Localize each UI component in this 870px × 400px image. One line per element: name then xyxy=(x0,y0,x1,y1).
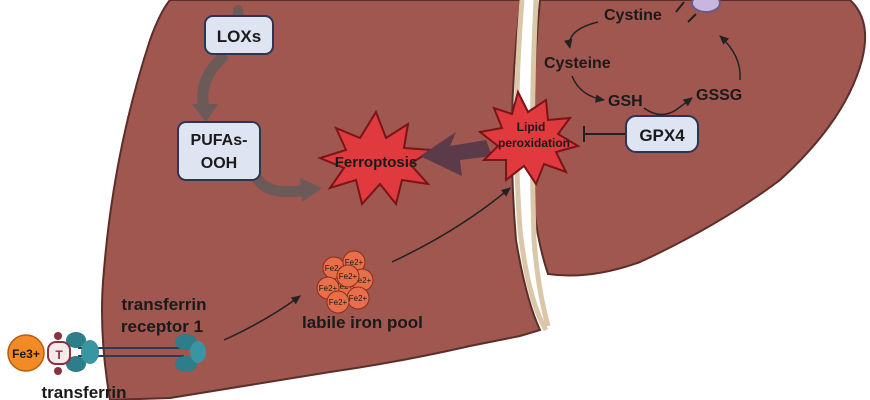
receptor-right xyxy=(175,334,206,372)
transferrin-label: transferrin xyxy=(41,383,126,400)
cystine-import-arrow xyxy=(675,1,685,13)
lipid-label-line1: Lipid xyxy=(517,120,546,134)
pufas-ooh-label-line1: PUFAs- xyxy=(191,132,248,149)
cascade-arrow-loxs-pufas xyxy=(197,52,228,114)
fe3-label: Fe3+ xyxy=(12,347,40,361)
fe2-cluster: Fe2+Fe2+Fe2+Fe2+Fe2+Fe2+Fe2+Fe2+ xyxy=(316,250,374,314)
pufas-ooh-label-line2: OOH xyxy=(201,155,237,172)
loxs-box xyxy=(204,15,274,55)
cystine-label: Cystine xyxy=(604,7,662,24)
transferrin-receptor-label-line2: receptor 1 xyxy=(121,317,203,336)
cystine-to-cysteine-arrow xyxy=(564,21,599,50)
labile-iron-pool-label: labile iron pool xyxy=(302,313,423,332)
loxs-label: LOXs xyxy=(217,27,261,46)
cascade-arrowhead-1 xyxy=(192,104,218,122)
lipid-peroxidation-burst xyxy=(477,89,581,187)
liver-left-lobe xyxy=(101,0,542,400)
fe2-ion-label: Fe2+ xyxy=(329,298,348,307)
fe2-ion xyxy=(336,264,360,288)
fe2-ion-label: Fe2+ xyxy=(319,284,338,293)
gsh-to-gssg-arrow xyxy=(643,97,693,116)
gssg-to-cystine-arrow xyxy=(719,35,741,81)
fe2-ion xyxy=(326,290,350,314)
transferrin-receptor-label-line1: transferrin xyxy=(121,295,206,314)
iron-to-lipid-arrow xyxy=(391,187,511,263)
transferrin-knob-bottom xyxy=(54,367,62,375)
fe2-ion-label: Fe2+ xyxy=(325,264,344,273)
cysteine-label: Cysteine xyxy=(544,55,611,72)
cysteine-to-gsh-arrow xyxy=(571,75,606,103)
fe2-ion-label: Fe2+ xyxy=(353,276,372,285)
gpx4-box xyxy=(625,115,699,153)
transporter-icon xyxy=(691,0,721,13)
fe2-ion-label: Fe2+ xyxy=(345,258,364,267)
pufas-ooh-box xyxy=(177,121,261,181)
transferrin-glyph: T xyxy=(55,348,63,362)
falciform-ligament xyxy=(513,0,551,332)
lipid-to-ferroptosis-arrow xyxy=(420,132,492,176)
fe2-ion-label: Fe2+ xyxy=(339,272,358,281)
fe2-ion-label: Fe2+ xyxy=(349,294,368,303)
ferroptosis-label: Ferroptosis xyxy=(335,154,418,171)
fe3-circle xyxy=(7,334,45,372)
gsh-label: GSH xyxy=(608,93,643,110)
lipid-label-line2: peroxidation xyxy=(498,136,570,150)
receptor-left xyxy=(66,332,99,372)
gssg-label: GSSG xyxy=(696,87,742,104)
ferroptosis-burst xyxy=(317,109,436,207)
transferrin-knob-top xyxy=(54,332,62,340)
receptor-to-iron-arrow xyxy=(223,295,301,341)
gpx4-label: GPX4 xyxy=(639,126,685,145)
cascade-arrow-pufas-ferroptosis xyxy=(252,174,312,198)
transporter-mark xyxy=(687,13,697,23)
transferrin-shape xyxy=(47,341,71,365)
cascade-arrowhead-2 xyxy=(300,178,322,202)
